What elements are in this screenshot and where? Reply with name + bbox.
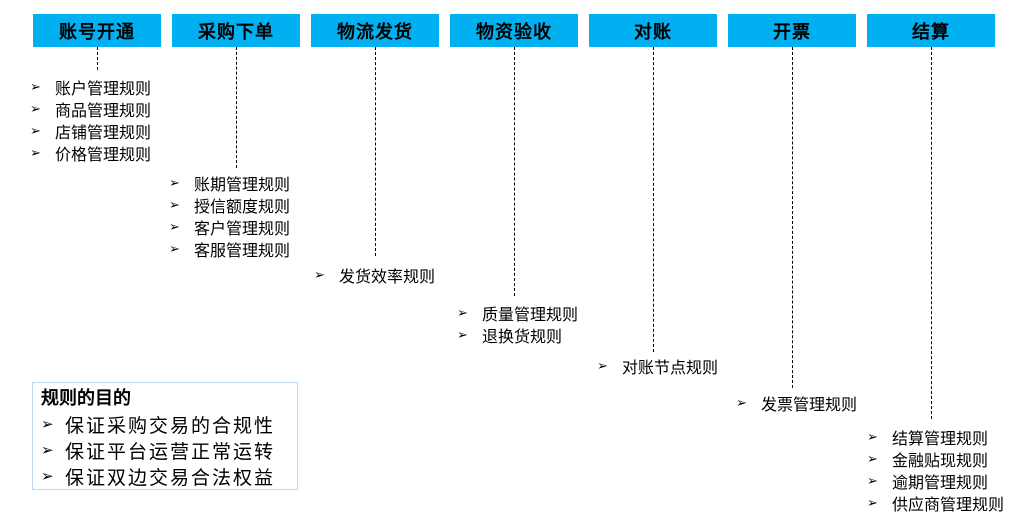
purpose-label: 保证双边交易合法权益 [65,466,276,489]
stage-connector-5 [792,47,793,388]
arrow-bullet-icon: ➢ [41,441,54,459]
rule-label: 商品管理规则 [55,101,152,120]
stage-connector-1 [236,47,237,168]
arrow-bullet-icon: ➢ [169,197,180,213]
stage-label: 采购下单 [198,21,274,43]
purpose-item: ➢ 保证双边交易合法权益 [41,463,291,489]
rule-label: 账户管理规则 [55,79,152,98]
arrow-bullet-icon: ➢ [30,123,41,139]
rule-item: ➢ 逾期管理规则 [867,470,1004,492]
purpose-label: 保证采购交易的合规性 [65,414,276,437]
rule-item: ➢ 质量管理规则 [457,302,578,324]
rule-label: 发货效率规则 [339,267,436,286]
rule-group-2: ➢ 发货效率规则 [314,264,435,286]
rule-item: ➢ 供应商管理规则 [867,492,1004,514]
rule-label: 授信额度规则 [194,197,291,216]
rule-label: 质量管理规则 [482,305,579,324]
rule-item: ➢ 账期管理规则 [169,172,290,194]
arrow-bullet-icon: ➢ [867,429,878,445]
rule-item: ➢ 价格管理规则 [30,142,151,164]
stage-box-6: 结算 [867,14,995,47]
stage-connector-0 [97,47,98,70]
stage-connector-2 [375,47,376,256]
rule-label: 逾期管理规则 [892,473,989,492]
arrow-bullet-icon: ➢ [314,267,325,283]
stage-label: 对账 [634,21,672,43]
rule-label: 供应商管理规则 [892,495,1005,514]
stage-connector-4 [653,47,654,352]
rule-group-4: ➢ 对账节点规则 [597,355,718,377]
stage-box-1: 采购下单 [172,14,300,47]
rule-item: ➢ 发货效率规则 [314,264,435,286]
rule-item: ➢ 金融贴现规则 [867,448,1004,470]
rule-item: ➢ 退换货规则 [457,324,578,346]
stage-connector-3 [514,47,515,296]
arrow-bullet-icon: ➢ [30,101,41,117]
rule-group-5: ➢ 发票管理规则 [736,392,857,414]
arrow-bullet-icon: ➢ [41,467,54,485]
rule-item: ➢ 店铺管理规则 [30,120,151,142]
stage-label: 账号开通 [59,21,135,43]
rule-label: 客户管理规则 [194,219,291,238]
arrow-bullet-icon: ➢ [30,79,41,95]
purpose-box: 规则的目的 ➢ 保证采购交易的合规性 ➢ 保证平台运营正常运转 ➢ 保证双边交易合法权益 [32,382,298,490]
rule-label: 发票管理规则 [761,395,858,414]
stage-box-0: 账号开通 [33,14,161,47]
arrow-bullet-icon: ➢ [169,219,180,235]
rule-label: 客服管理规则 [194,241,291,260]
purpose-items: ➢ 保证采购交易的合规性 ➢ 保证平台运营正常运转 ➢ 保证双边交易合法权益 [41,411,291,489]
stage-connector-6 [931,47,932,419]
rule-item: ➢ 商品管理规则 [30,98,151,120]
purpose-item: ➢ 保证平台运营正常运转 [41,437,291,463]
rule-item: ➢ 客户管理规则 [169,216,290,238]
rule-group-0: ➢ 账户管理规则 ➢ 商品管理规则 ➢ 店铺管理规则 ➢ 价格管理规则 [30,76,151,164]
rule-label: 退换货规则 [482,327,563,346]
rule-label: 对账节点规则 [622,358,719,377]
stage-box-2: 物流发货 [311,14,439,47]
rule-item: ➢ 发票管理规则 [736,392,857,414]
stage-label: 结算 [912,21,950,43]
arrow-bullet-icon: ➢ [867,451,878,467]
rule-item: ➢ 客服管理规则 [169,238,290,260]
rule-label: 店铺管理规则 [55,123,152,142]
stage-box-3: 物资验收 [450,14,578,47]
stage-box-5: 开票 [728,14,856,47]
rule-group-1: ➢ 账期管理规则 ➢ 授信额度规则 ➢ 客户管理规则 ➢ 客服管理规则 [169,172,290,260]
rule-label: 结算管理规则 [892,429,989,448]
rule-group-6: ➢ 结算管理规则 ➢ 金融贴现规则 ➢ 逾期管理规则 ➢ 供应商管理规则 [867,426,1004,514]
purpose-item: ➢ 保证采购交易的合规性 [41,411,291,437]
rule-item: ➢ 授信额度规则 [169,194,290,216]
stage-label: 物流发货 [337,21,413,43]
stage-label: 物资验收 [476,21,552,43]
arrow-bullet-icon: ➢ [597,358,608,374]
rule-group-3: ➢ 质量管理规则 ➢ 退换货规则 [457,302,578,346]
rule-label: 金融贴现规则 [892,451,989,470]
rule-label: 价格管理规则 [55,145,152,164]
stage-label: 开票 [773,21,811,43]
stage-box-4: 对账 [589,14,717,47]
purpose-label: 保证平台运营正常运转 [65,440,276,463]
rule-item: ➢ 结算管理规则 [867,426,1004,448]
purpose-title: 规则的目的 [41,388,131,409]
arrow-bullet-icon: ➢ [867,495,878,511]
rule-label: 账期管理规则 [194,175,291,194]
rule-item: ➢ 账户管理规则 [30,76,151,98]
arrow-bullet-icon: ➢ [169,175,180,191]
arrow-bullet-icon: ➢ [457,305,468,321]
arrow-bullet-icon: ➢ [41,415,54,433]
arrow-bullet-icon: ➢ [30,145,41,161]
rule-item: ➢ 对账节点规则 [597,355,718,377]
arrow-bullet-icon: ➢ [169,241,180,257]
arrow-bullet-icon: ➢ [867,473,878,489]
arrow-bullet-icon: ➢ [736,395,747,411]
arrow-bullet-icon: ➢ [457,327,468,343]
